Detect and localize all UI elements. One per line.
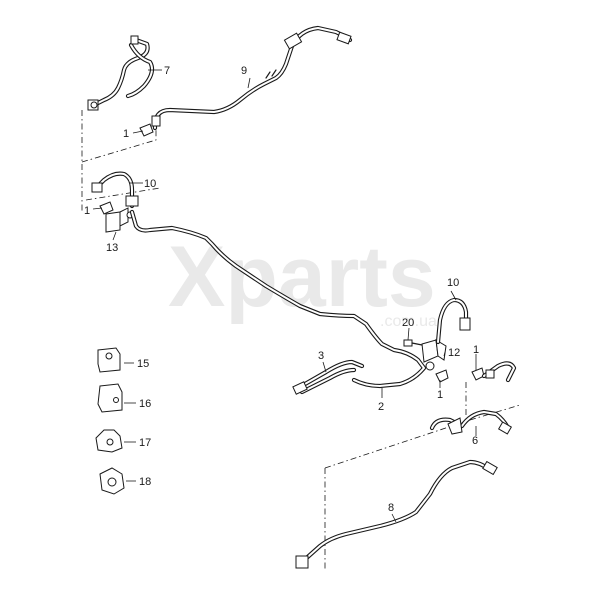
watermark: Xparts — [168, 229, 436, 325]
callout-7: 7 — [164, 65, 170, 77]
callout-1: 1 — [84, 205, 90, 217]
bolt-20[interactable] — [403, 339, 423, 347]
callout-1: 1 — [437, 389, 443, 401]
clip-marks — [265, 69, 277, 79]
bracket-12[interactable] — [421, 339, 447, 371]
callout-20: 20 — [402, 317, 414, 329]
pipe-clip-15[interactable] — [97, 347, 121, 373]
brake-line-9[interactable] — [151, 25, 353, 131]
callout-10: 10 — [144, 178, 156, 190]
callout-15: 15 — [137, 358, 149, 370]
fitting-icon — [151, 115, 161, 127]
hose-end-icon — [459, 317, 471, 331]
brake-line-6[interactable] — [429, 409, 513, 435]
callout-9: 9 — [241, 65, 247, 77]
hose-end-icon — [125, 195, 139, 207]
brake-line-3[interactable] — [292, 359, 365, 395]
leader-lines — [92, 69, 477, 523]
brake-line-8[interactable] — [295, 459, 498, 569]
fitting-icon — [292, 381, 308, 395]
callout-17: 17 — [139, 437, 151, 449]
pipe-clip-17[interactable] — [95, 429, 123, 453]
callout-12: 12 — [448, 347, 460, 359]
brake-line-7[interactable] — [87, 35, 155, 111]
callout-1: 1 — [473, 344, 479, 356]
pipe-clip-18[interactable] — [99, 467, 125, 495]
fitting-icon — [295, 555, 309, 569]
brake-hose-10-right[interactable] — [435, 297, 471, 345]
pipe-clip-16[interactable] — [97, 383, 123, 413]
callout-13: 13 — [106, 242, 118, 254]
callout-16: 16 — [139, 398, 151, 410]
fitting-icon — [130, 35, 139, 45]
nut-icon — [497, 421, 513, 435]
clip-1-right-lower[interactable] — [435, 369, 449, 383]
brake-hose-10-left[interactable] — [91, 171, 139, 209]
nut-icon — [336, 31, 352, 45]
callout-10: 10 — [447, 277, 459, 289]
nut-icon — [482, 460, 498, 476]
nut-icon — [90, 101, 98, 109]
hose-end-icon — [283, 32, 303, 50]
callout-3: 3 — [318, 350, 324, 362]
hose-end-icon — [91, 182, 103, 193]
brake-line-right-stub[interactable] — [481, 361, 517, 383]
watermark-sub: .com.ua — [380, 313, 437, 330]
callout-2: 2 — [378, 401, 384, 413]
bolt-icon — [403, 339, 413, 347]
clip-1-right-upper[interactable] — [471, 367, 485, 381]
callout-6: 6 — [472, 435, 478, 447]
brake-line-2[interactable] — [129, 209, 427, 389]
callout-1: 1 — [123, 128, 129, 140]
callout-18: 18 — [139, 476, 151, 488]
clip-1-left[interactable] — [99, 201, 114, 215]
fitting-icon — [485, 369, 495, 379]
clip-1-upper[interactable] — [139, 123, 154, 137]
reference-lines — [81, 110, 521, 570]
callout-8: 8 — [388, 502, 394, 514]
